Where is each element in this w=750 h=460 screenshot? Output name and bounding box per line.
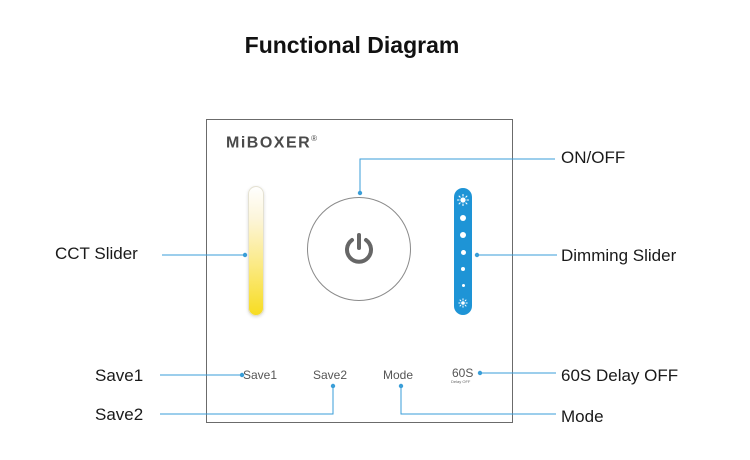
diagram-title: Functional Diagram xyxy=(244,32,460,58)
delay-off-button[interactable]: 60S xyxy=(452,366,474,380)
registered-mark: ® xyxy=(311,134,318,143)
delay-off-sublabel: Delay OFF xyxy=(451,379,471,384)
leader-line-save2 xyxy=(160,386,334,415)
anchor-dot xyxy=(239,372,245,378)
anchor-dot xyxy=(477,370,483,376)
level-dot xyxy=(461,284,465,287)
cct-slider[interactable] xyxy=(248,186,264,316)
level-dot xyxy=(461,267,465,271)
anchor-dot xyxy=(242,252,248,258)
level-dot xyxy=(460,232,466,238)
level-dot xyxy=(460,215,466,221)
anchor-dot xyxy=(398,383,404,389)
callout-save1: Save1 xyxy=(95,366,144,385)
level-dot xyxy=(460,250,466,255)
anchor-dot xyxy=(474,252,480,258)
brand-logo: MiBOXER® xyxy=(226,134,317,152)
save1-button[interactable]: Save1 xyxy=(243,368,278,382)
mode-button[interactable]: Mode xyxy=(383,368,414,382)
sun-icon xyxy=(457,194,469,206)
brand-name: MiBOXER xyxy=(226,134,312,152)
anchor-dot xyxy=(357,190,363,196)
leader-line-on-off xyxy=(359,158,555,193)
leader-line-mode xyxy=(400,386,556,415)
anchor-dot xyxy=(330,383,336,389)
power-icon xyxy=(345,233,373,264)
callout-dimming-slider: Dimming Slider xyxy=(561,246,677,265)
dimming-slider[interactable] xyxy=(454,188,472,315)
callout-cct-slider: CCT Slider xyxy=(55,244,138,263)
callout-on-off: ON/OFF xyxy=(561,148,626,167)
small-sun-icon xyxy=(458,298,468,308)
callout-mode: Mode xyxy=(561,407,604,426)
callout-delay-off: 60S Delay OFF xyxy=(561,366,679,385)
power-button[interactable] xyxy=(307,197,411,301)
save2-button[interactable]: Save2 xyxy=(313,368,348,382)
callout-save2: Save2 xyxy=(95,405,144,424)
